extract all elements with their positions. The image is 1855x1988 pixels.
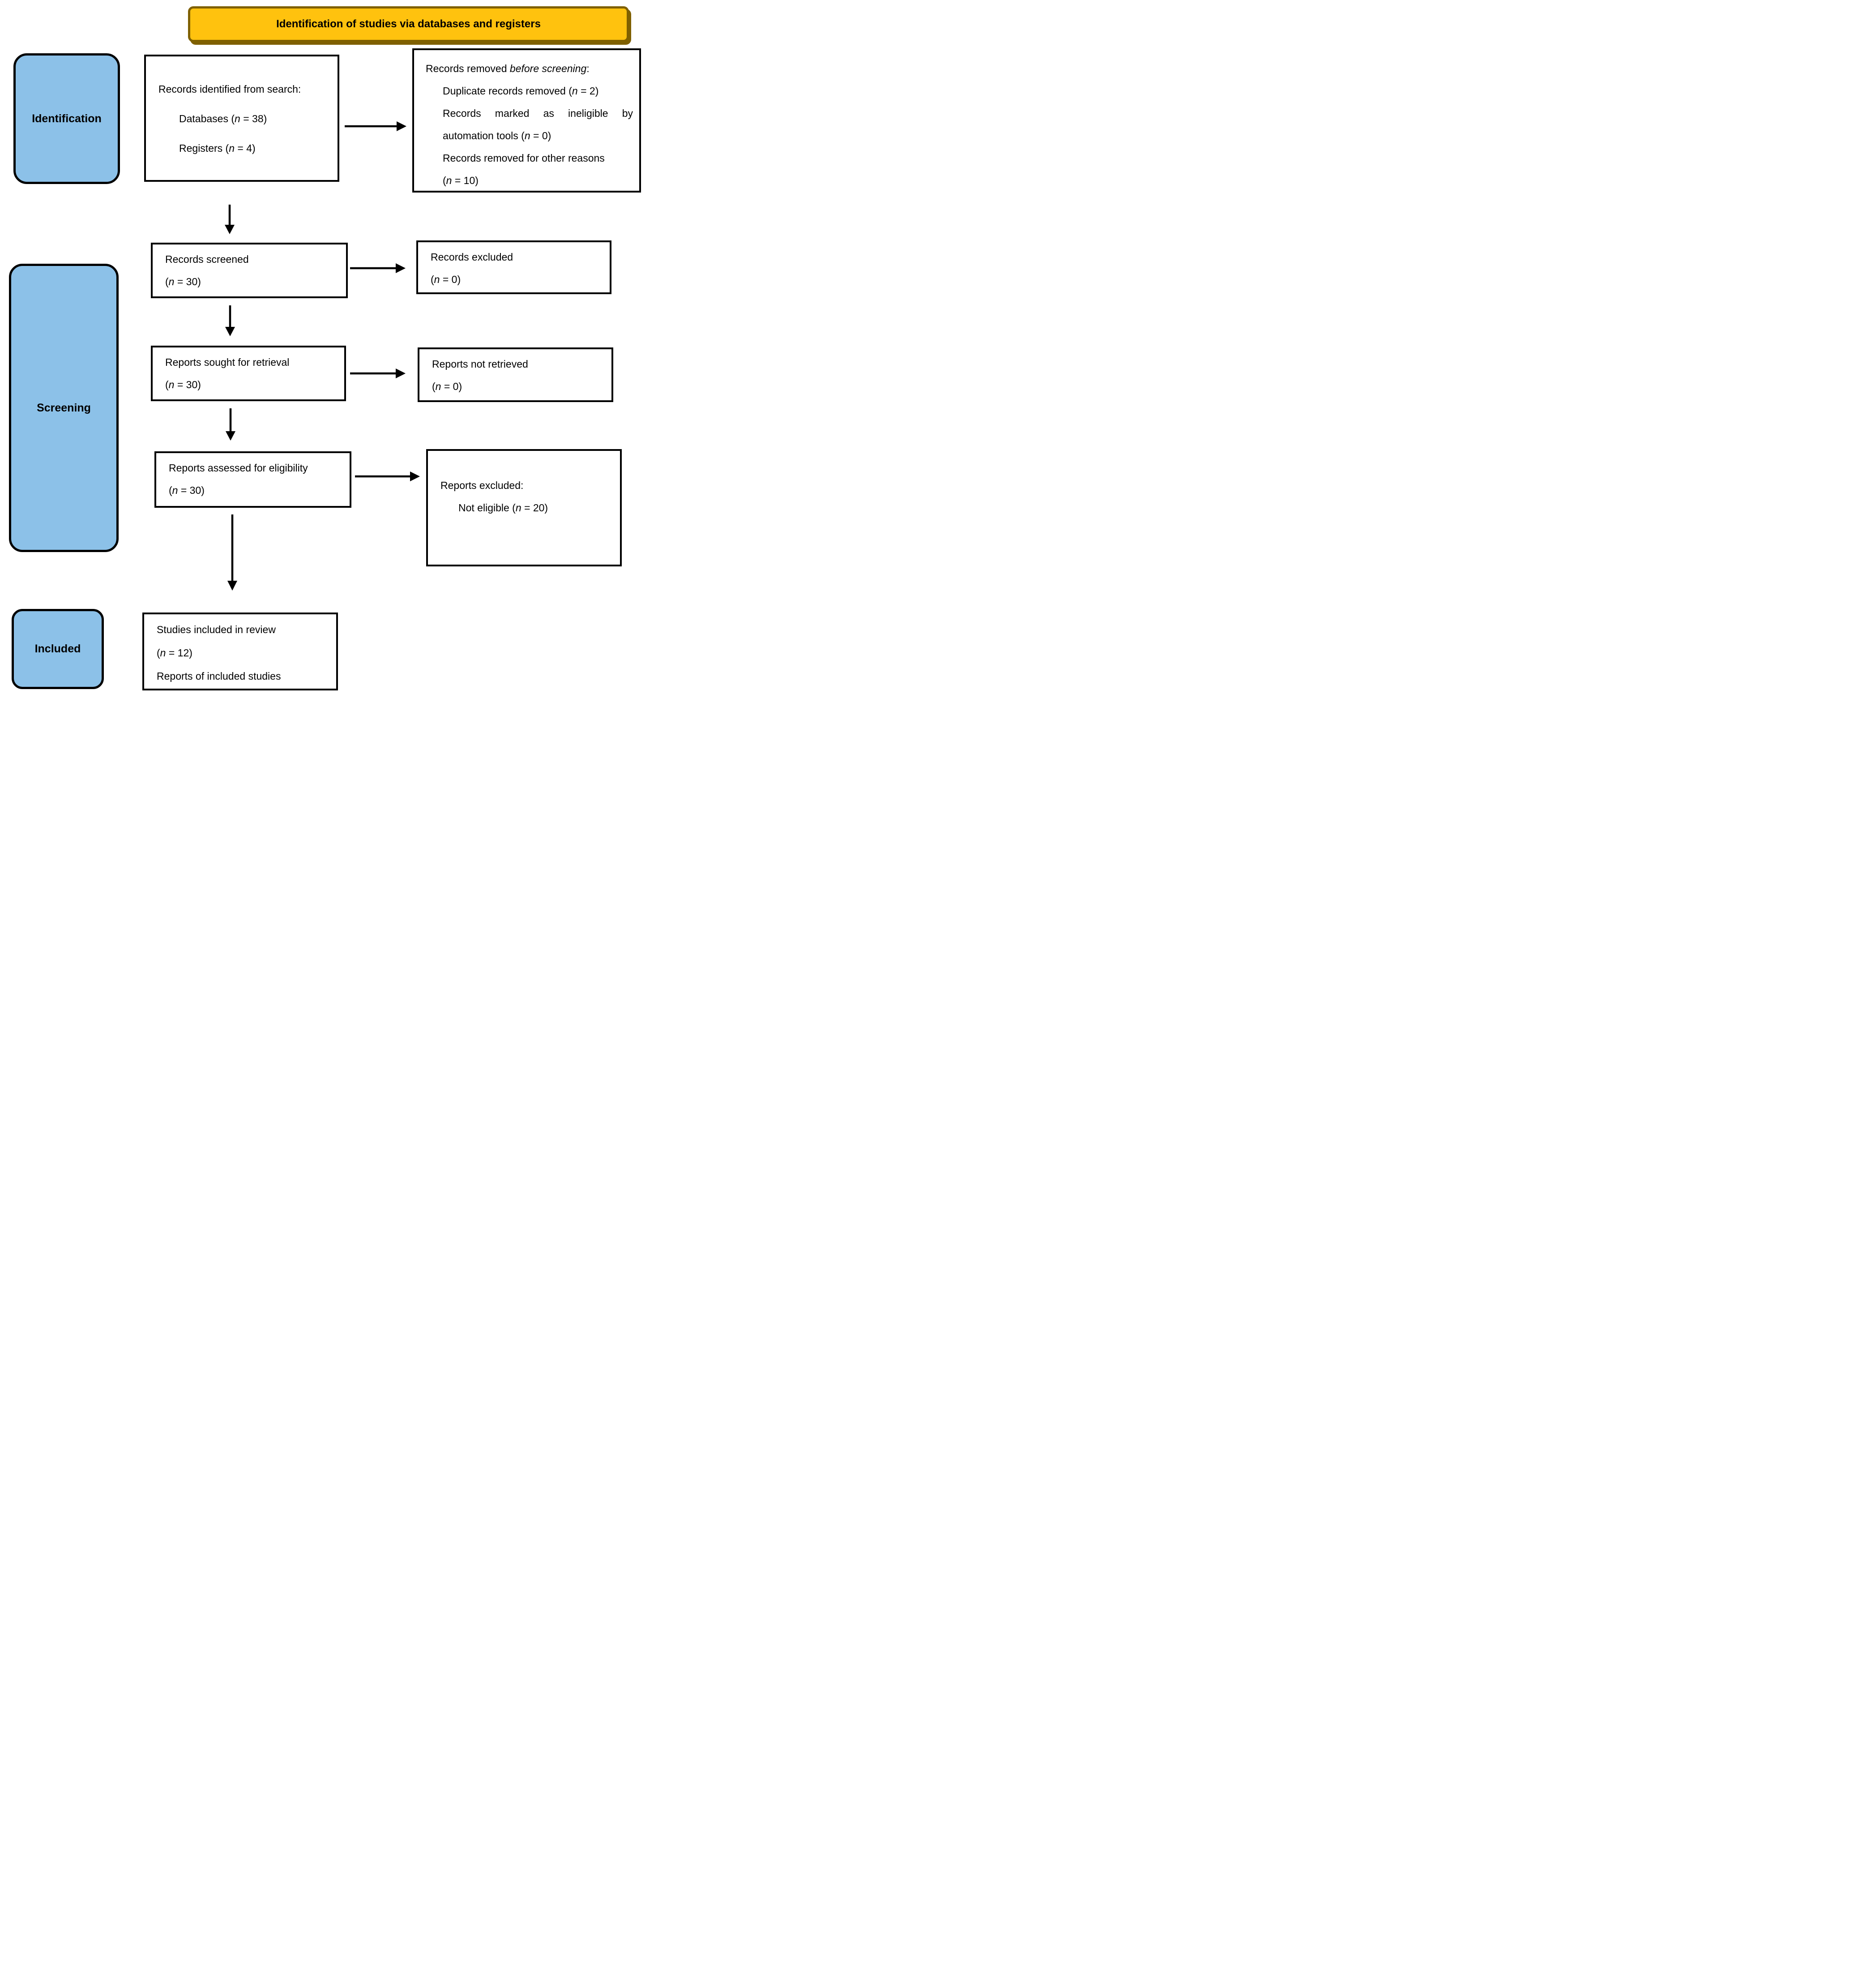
reports-assessed-title: Reports assessed for eligibility [169,462,308,474]
box-reports-excluded: Reports excluded: Not eligible (n = 20) [426,449,622,566]
arrow-assessed-to-reports-excluded [355,471,420,481]
arrow-identified-to-removed [345,121,406,131]
box-reports-not-retrieved: Reports not retrieved (n = 0) [418,347,613,402]
box-records-removed: Records removed before screening: Duplic… [412,48,641,193]
records-identified-title: Records identified from search: [158,83,301,95]
stage-included: Included [12,609,104,689]
box-reports-sought: Reports sought for retrieval (n = 30) [151,346,346,401]
stage-screening-label: Screening [37,401,91,414]
box-studies-included: Studies included in review (n = 12) Repo… [142,613,338,690]
reports-excluded-not-eligible: Not eligible (n = 20) [458,502,548,514]
records-removed-title: Records removed before screening: [426,63,590,74]
banner-identification-of-studies: Identification of studies via databases … [188,6,629,42]
arrow-identified-to-screened [225,205,235,234]
records-identified-databases: Databases (n = 38) [179,113,267,124]
stage-identification-label: Identification [32,112,102,125]
arrow-screened-to-excluded [350,263,406,273]
banner-label: Identification of studies via databases … [276,18,541,30]
arrow-sought-to-assessed [226,408,235,441]
reports-sought-title: Reports sought for retrieval [165,356,290,368]
reports-sought-count: (n = 30) [165,379,201,390]
records-removed-duplicates: Duplicate records removed (n = 2) [443,85,599,97]
records-identified-registers: Registers (n = 4) [179,142,256,154]
box-reports-assessed: Reports assessed for eligibility (n = 30… [154,451,351,508]
arrow-screened-to-sought [225,305,235,336]
records-removed-ineligible-line2: automation tools (n = 0) [443,130,551,141]
stage-screening: Screening [9,264,119,552]
records-screened-count: (n = 30) [165,276,201,287]
box-records-screened: Records screened (n = 30) [151,243,348,298]
reports-assessed-count: (n = 30) [169,484,205,496]
studies-included-count: (n = 12) [157,647,192,659]
records-screened-title: Records screened [165,253,249,265]
prisma-flow-diagram: Identification of studies via databases … [0,0,649,696]
arrow-sought-to-not-retrieved [350,368,406,378]
reports-excluded-title: Reports excluded: [440,480,524,491]
records-excluded-count: (n = 0) [431,274,461,285]
box-records-excluded: Records excluded (n = 0) [416,240,611,294]
reports-not-retrieved-title: Reports not retrieved [432,358,528,370]
arrow-assessed-to-included [227,514,237,591]
records-excluded-title: Records excluded [431,251,513,263]
studies-included-title: Studies included in review [157,624,276,635]
reports-not-retrieved-count: (n = 0) [432,381,462,392]
stage-included-label: Included [34,643,81,655]
studies-included-reports: Reports of included studies [157,670,281,682]
box-records-identified: Records identified from search: Database… [144,55,339,182]
records-removed-other-line2: (n = 10) [443,175,479,186]
stage-identification: Identification [13,53,120,184]
records-removed-ineligible-line1: Records marked as ineligible by [443,107,633,119]
records-removed-other-line1: Records removed for other reasons [443,152,605,164]
